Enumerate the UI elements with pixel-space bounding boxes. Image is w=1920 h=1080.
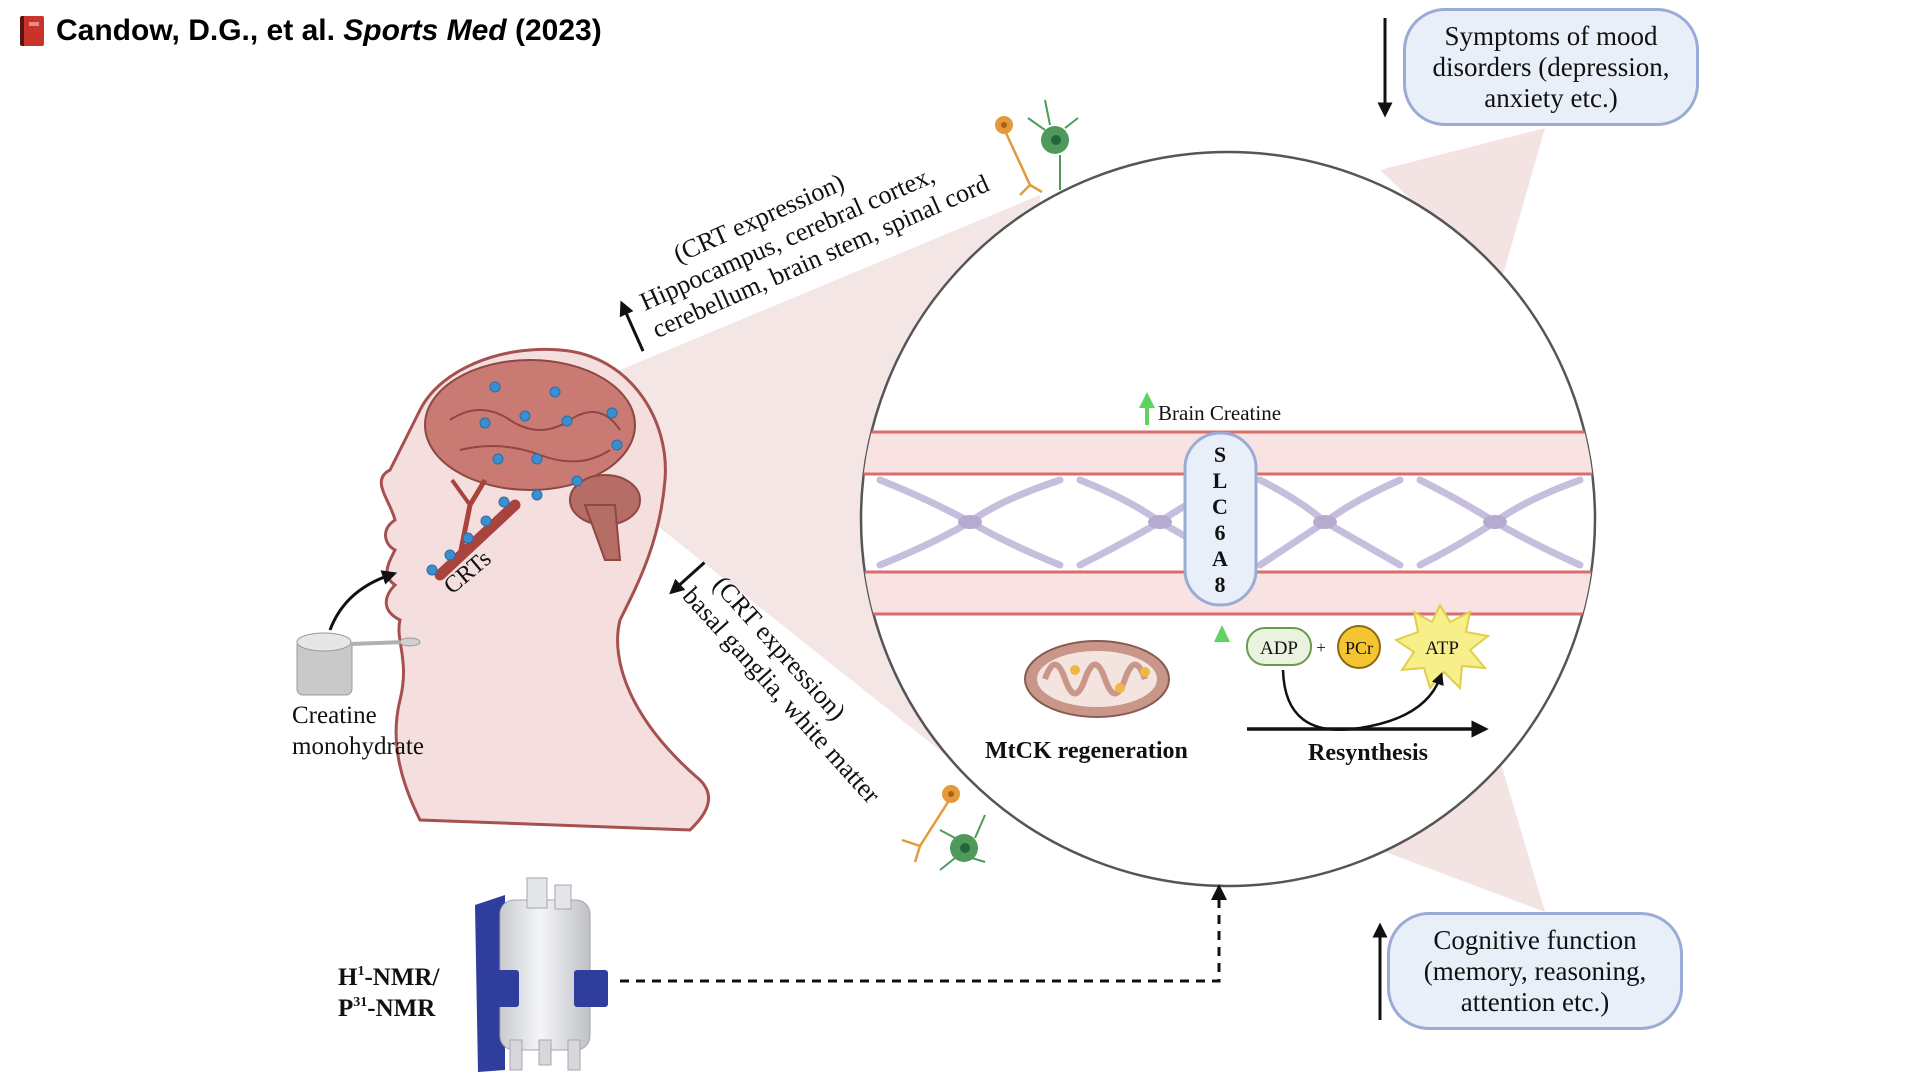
- citation-header: Candow, D.G., et al. Sports Med (2023): [20, 14, 602, 48]
- head-illustration: [379, 347, 711, 832]
- mood-outcome-box: Symptoms of mood disorders (depression, …: [1403, 8, 1699, 126]
- mood-cone: [1380, 128, 1545, 285]
- mood-line1: Symptoms of mood: [1444, 20, 1658, 51]
- nmr-scanner-icon: [475, 877, 608, 1072]
- creatine-transporter-dots: [426, 381, 623, 576]
- pcr-badge: [1337, 625, 1381, 669]
- mood-line3: anxiety etc.): [1484, 82, 1618, 113]
- slc6a8-letter: 6: [1215, 520, 1226, 545]
- green-arrow-head: [1214, 625, 1230, 642]
- citation-journal: Sports Med: [343, 14, 507, 47]
- slc6a8-letter: L: [1213, 468, 1228, 493]
- resynthesis-label: Resynthesis: [1308, 740, 1428, 766]
- neuron-pair-icon-top: [995, 99, 1079, 196]
- decrease-arrow-icon: [669, 561, 706, 595]
- slc6a8-letter: A: [1212, 546, 1228, 571]
- citation-year: (2023): [514, 14, 602, 47]
- mitochondrion-icon: [1024, 640, 1170, 718]
- pcr-label: PCr: [1345, 638, 1373, 658]
- measurement-dashed-connector: [620, 898, 1221, 983]
- plus-sign: +: [1316, 638, 1326, 657]
- cognition-line2: (memory, reasoning,: [1423, 955, 1647, 986]
- cognition-line3: attention etc.): [1460, 986, 1610, 1017]
- creatine-supplement-icon: [296, 632, 421, 696]
- nmr-label-line2: P31-NMR: [338, 995, 436, 1022]
- cognition-line1: Cognitive function: [1433, 924, 1637, 955]
- red-book-icon: [20, 16, 44, 46]
- ingestion-arrow: [328, 570, 398, 631]
- cognition-outcome-box: Cognitive function (memory, reasoning, a…: [1387, 912, 1683, 1030]
- cognition-cone: [1380, 760, 1545, 912]
- adp-label: ADP: [1260, 638, 1298, 659]
- mtck-label: MtCK regeneration: [985, 738, 1188, 764]
- brain-creatine-label: Brain Creatine: [1158, 401, 1281, 425]
- neuron-pair-icon-bottom: [901, 785, 986, 871]
- slc6a8-letter: 8: [1215, 572, 1226, 597]
- slc6a8-letter: S: [1214, 442, 1226, 467]
- supplement-label-line1: Creatine: [292, 702, 377, 729]
- connector-arrowhead: [1211, 884, 1227, 900]
- atp-burst: [1393, 602, 1491, 691]
- slc6a8-letter: C: [1212, 494, 1228, 519]
- adp-badge: [1246, 627, 1312, 666]
- increase-arrow-icon: [619, 300, 645, 352]
- nmr-label-line1: H1-NMR/: [338, 964, 440, 991]
- atp-label: ATP: [1425, 638, 1459, 659]
- citation-authors: Candow, D.G., et al.: [56, 14, 335, 47]
- supplement-label-line2: monohydrate: [292, 733, 424, 760]
- mood-line2: disorders (depression,: [1432, 51, 1670, 82]
- slc6a8-transporter: [1183, 431, 1258, 607]
